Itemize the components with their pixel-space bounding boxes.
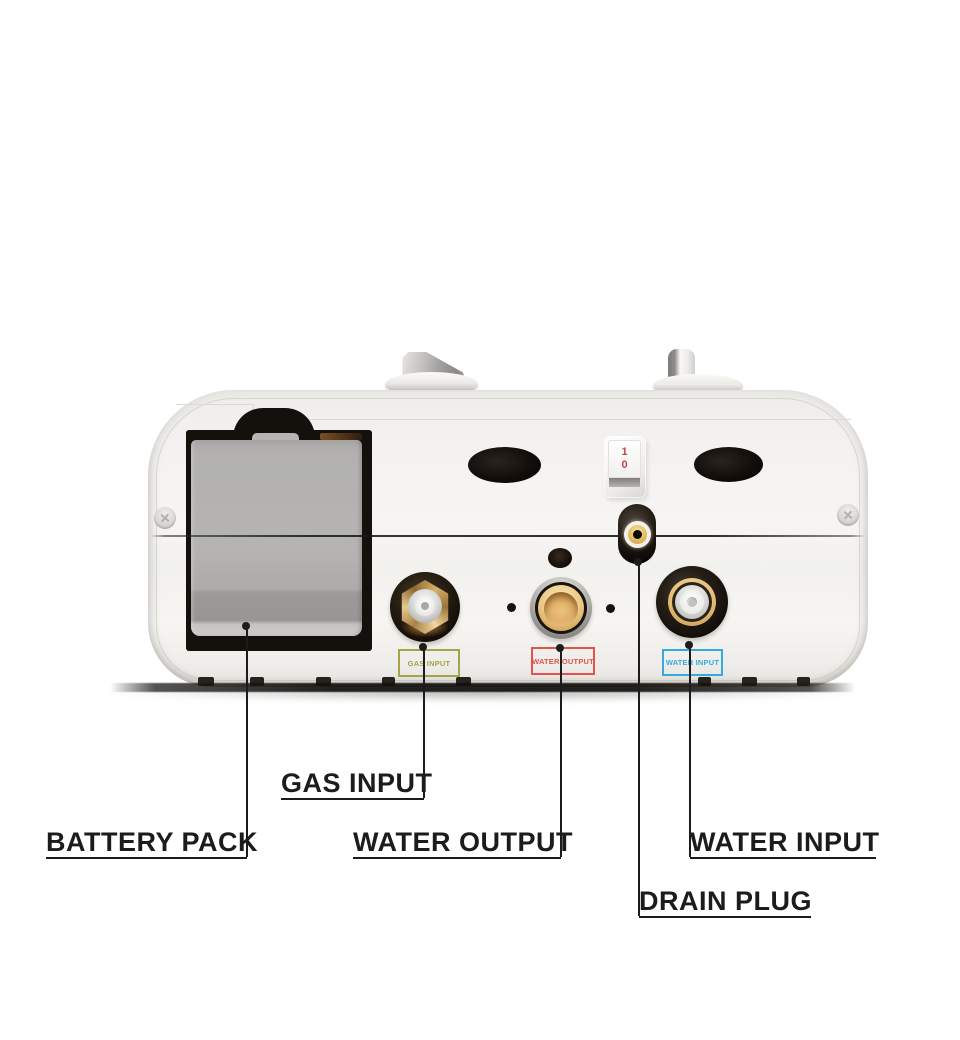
vent-right (694, 447, 763, 482)
callout-dot-gas-input (419, 643, 427, 651)
vent-left (468, 447, 541, 483)
callout-dot-water-output (556, 644, 564, 652)
battery-cover (191, 440, 362, 636)
water-output-tag: WATER OUTPUT (531, 647, 595, 675)
ground-shadow (110, 683, 855, 692)
screw-hole-left (507, 603, 516, 612)
callout-line-battery-pack (246, 626, 248, 857)
gas-input-tag-text: GAS INPUT (407, 658, 451, 668)
callout-label-drain-plug: DRAIN PLUG (639, 886, 812, 918)
callout-label-water-output: WATER OUTPUT (353, 827, 573, 859)
foot (797, 677, 810, 686)
water-input-tag-text: WATER INPUT (665, 658, 720, 667)
callout-dot-battery-pack (242, 622, 250, 630)
switch-off-label: 0 (621, 459, 628, 471)
power-switch: 1 0 (608, 440, 641, 478)
case-seam (150, 535, 866, 537)
callout-dot-drain-plug (634, 558, 642, 566)
screw-hole-right (606, 604, 615, 613)
battery-contact-strip (320, 433, 362, 440)
body-panel-outline (156, 398, 860, 681)
foot (742, 677, 757, 686)
foot (198, 677, 214, 686)
callout-line-water-output (560, 648, 562, 857)
callout-label-water-input: WATER INPUT (690, 827, 880, 859)
power-switch-recess (609, 478, 640, 487)
foot (382, 677, 395, 686)
foot (698, 677, 711, 686)
switch-on-label: 1 (621, 446, 628, 458)
drain-plug-hole (633, 530, 642, 539)
top-panel-seam-long (253, 419, 851, 420)
gas-port-center (421, 602, 429, 610)
callout-line-drain-plug (638, 562, 640, 916)
top-panel-seam (176, 404, 254, 405)
water-output-opening (544, 592, 578, 626)
callout-label-battery-pack: BATTERY PACK (46, 827, 259, 859)
foot (456, 677, 471, 686)
gas-input-tag: GAS INPUT (398, 649, 460, 677)
callout-line-water-input (689, 645, 691, 857)
callout-dot-water-input (685, 641, 693, 649)
battery-cover-tab (252, 433, 299, 443)
callout-line-gas-input (423, 647, 425, 798)
foot (250, 677, 264, 686)
mounting-hole (548, 548, 572, 568)
water-input-tag: WATER INPUT (662, 649, 723, 676)
callout-label-gas-input: GAS INPUT (281, 768, 433, 800)
water-output-tag-text: WATER OUTPUT (532, 656, 594, 666)
foot (316, 677, 331, 686)
water-input-center (687, 597, 697, 607)
